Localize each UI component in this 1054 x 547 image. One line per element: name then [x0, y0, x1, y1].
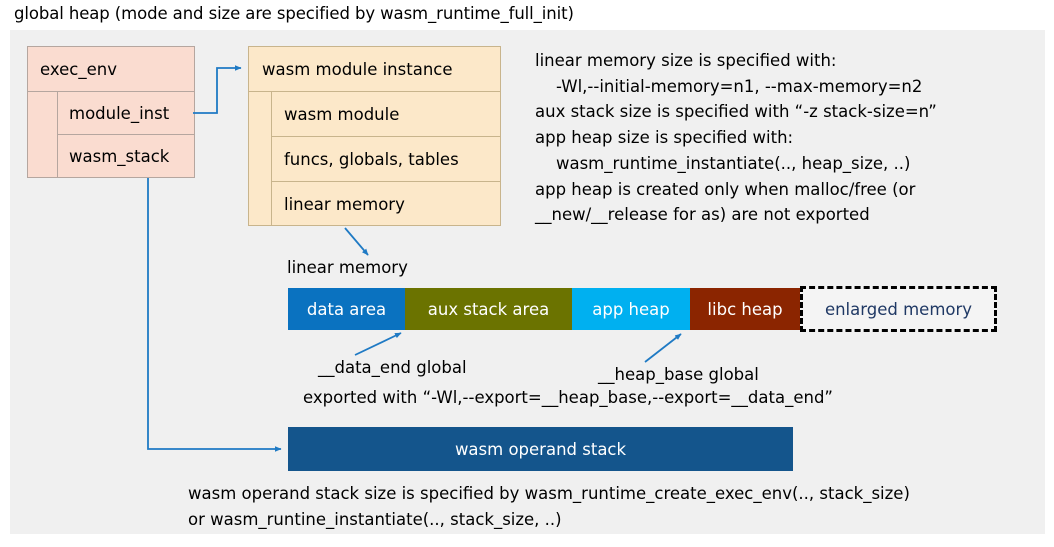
- exec-env-header: exec_env: [28, 47, 194, 92]
- exec-env-gutter: [28, 92, 58, 177]
- annotation-export-flags: exported with “-Wl,--export=__heap_base,…: [303, 388, 833, 407]
- exec-env-field-module-inst: module_inst: [58, 92, 194, 135]
- exec-env-box: exec_env module_inst wasm_stack: [27, 46, 195, 178]
- memory-segment-data-area: data area: [288, 288, 405, 330]
- wasm-module-instance-gutter: [249, 92, 272, 225]
- linear-memory-notes: linear memory size is specified with: -W…: [535, 51, 937, 225]
- wasm-module-instance-field-funcs-globals-tables: funcs, globals, tables: [272, 137, 500, 182]
- linear-memory-label: linear memory: [287, 258, 408, 277]
- annotation-heap-base: __heap_base global: [598, 365, 759, 384]
- memory-segment-libc-heap: libc heap: [690, 288, 800, 330]
- memory-segment-enlarged-memory: enlarged memory: [800, 286, 997, 332]
- wasm-module-instance-header: wasm module instance: [249, 47, 500, 92]
- wasm-operand-stack-box: wasm operand stack: [288, 427, 793, 471]
- exec-env-field-wasm-stack: wasm_stack: [69, 147, 170, 166]
- diagram-title: global heap (mode and size are specified…: [14, 4, 574, 23]
- memory-segment-aux-stack-area: aux stack area: [405, 288, 572, 330]
- operand-stack-notes: wasm operand stack size is specified by …: [188, 484, 910, 529]
- wasm-module-instance-field-linear-memory: linear memory: [284, 195, 405, 214]
- wasm-module-instance-field-wasm-module: wasm module: [272, 92, 500, 137]
- memory-segment-app-heap: app heap: [572, 288, 690, 330]
- wasm-module-instance-box: wasm module instance wasm module funcs, …: [248, 46, 501, 226]
- annotation-data-end: __data_end global: [318, 358, 467, 377]
